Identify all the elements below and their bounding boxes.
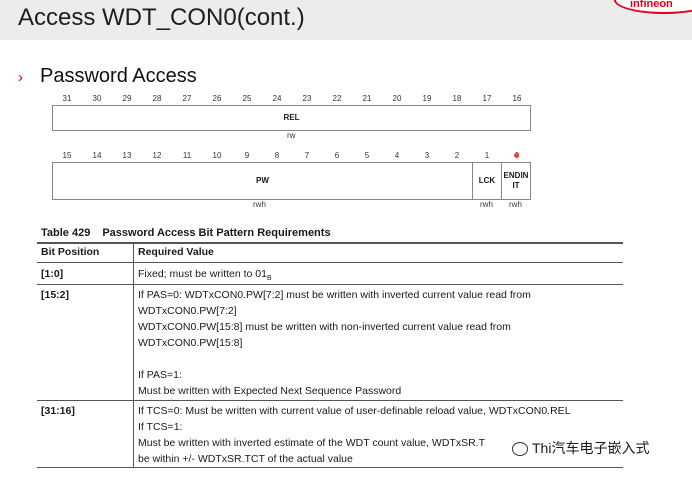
bit-number: 30 (92, 94, 102, 103)
bullet-icon: › (18, 69, 23, 86)
logo-text: infineon (630, 0, 673, 10)
bit-number: 24 (272, 94, 282, 103)
table-rule (37, 262, 623, 263)
row-value-line: If PAS=1: (138, 369, 182, 381)
bit-number: 9 (244, 151, 250, 160)
field-lck: LCK (473, 163, 502, 199)
row-value-line: WDTxCON0.PW[15:8] (138, 337, 243, 349)
bit-number: 6 (334, 151, 340, 160)
bit-number: 23 (302, 94, 312, 103)
field-endinit-line2: IT (512, 181, 520, 190)
bit-number: 8 (274, 151, 280, 160)
row-value-line: If TCS=1: (138, 421, 183, 433)
field-access: rwh (253, 200, 266, 209)
bit-number: 26 (212, 94, 222, 103)
bit-number: 17 (482, 94, 492, 103)
field-access: rwh (480, 200, 493, 209)
bit-number: 11 (182, 151, 192, 160)
bit-number: 29 (122, 94, 132, 103)
field-rel: REL (283, 113, 300, 122)
row-value-line: WDTxCON0.PW[7:2] (138, 305, 237, 317)
table-rule (37, 467, 623, 468)
table-divider (133, 242, 134, 468)
bit-number: 4 (394, 151, 400, 160)
table-rule (37, 284, 623, 285)
bit-number: 16 (512, 94, 522, 103)
table-rule (37, 400, 623, 401)
row-bit: [31:16] (41, 405, 75, 417)
bit-number: 2 (454, 151, 460, 160)
row-value-line: WDTxCON0.PW[15:8] must be written with n… (138, 321, 511, 333)
bit-number: 5 (364, 151, 370, 160)
upper-bit-numbers: 31 30 29 28 27 26 25 24 23 22 21 20 19 1… (52, 94, 532, 104)
row-value-line: If PAS=0: WDTxCON0.PW[7:2] must be writt… (138, 289, 531, 301)
row-value-line: be within +/- WDTxSR.TCT of the actual v… (138, 453, 353, 465)
header-required-value: Required Value (138, 246, 214, 258)
watermark-fragment: Thi (532, 440, 552, 456)
field-endinit: ENDIN IT (502, 163, 530, 199)
field-endinit-line1: ENDIN (503, 171, 529, 180)
row-value: Fixed; must be written to 01B (138, 268, 272, 283)
bit-number: 1 (484, 151, 490, 160)
bit-number: 27 (182, 94, 192, 103)
bit-number: 22 (332, 94, 342, 103)
bit-number: 3 (424, 151, 430, 160)
bit-number: 7 (304, 151, 310, 160)
header-bar (0, 0, 692, 40)
wechat-icon (512, 442, 528, 457)
row-bit: [1:0] (41, 268, 64, 280)
row-value-line: Must be written with Expected Next Seque… (138, 385, 402, 397)
bit-number: 19 (422, 94, 432, 103)
row-value-line: If TCS=0: Must be written with current v… (138, 405, 571, 417)
upper-register: REL (52, 105, 531, 131)
field-access: rw (287, 131, 296, 140)
table-rule (37, 242, 623, 244)
lower-bit-numbers: 15 14 13 12 11 10 9 8 7 6 5 4 3 2 1 0 (52, 151, 532, 161)
bit-number: 25 (242, 94, 252, 103)
bit-number: 15 (62, 151, 72, 160)
bit-number: 10 (212, 151, 222, 160)
requirements-table: Bit Position Required Value [1:0] Fixed;… (37, 242, 623, 468)
bit-number: 21 (362, 94, 372, 103)
table-number: Table 429 (41, 227, 91, 239)
field-pw: PW (53, 163, 473, 199)
field-access: rwh (509, 200, 522, 209)
bit-number: 18 (452, 94, 462, 103)
bit-number: 12 (152, 151, 162, 160)
lower-register: PW LCK ENDIN IT (52, 162, 531, 200)
table-caption-text: Password Access Bit Pattern Requirements (102, 227, 331, 239)
watermark: Thi汽车电子嵌入式 (512, 438, 650, 458)
header-bit-position: Bit Position (41, 246, 100, 258)
section-title: Password Access (40, 65, 197, 87)
bit-number: 14 (92, 151, 102, 160)
page-title: Access WDT_CON0(cont.) (18, 4, 305, 31)
row-value-line: Must be written with inverted estimate o… (138, 437, 486, 449)
bit-number: 28 (152, 94, 162, 103)
cursor-dot-icon (514, 153, 519, 158)
table-caption: Table 429 Password Access Bit Pattern Req… (41, 227, 331, 239)
bit-number: 13 (122, 151, 132, 160)
row-bit: [15:2] (41, 289, 70, 301)
bit-number: 31 (62, 94, 72, 103)
watermark-text: 汽车电子嵌入式 (551, 440, 650, 456)
bit-number: 20 (392, 94, 402, 103)
